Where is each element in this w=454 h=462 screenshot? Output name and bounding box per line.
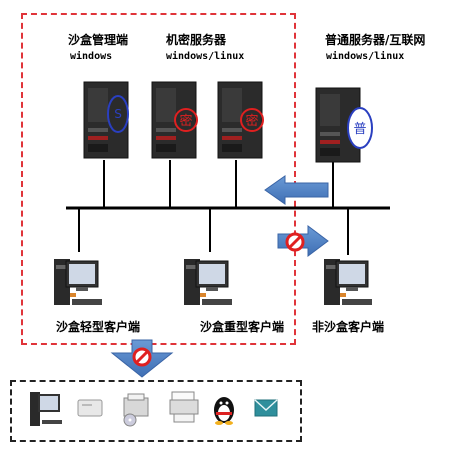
server-tower-secret-2: 密 — [217, 81, 264, 159]
card-reader-icon — [77, 399, 103, 417]
sandbox-manager-os: windows — [70, 51, 113, 62]
sandbox-manager-label: 沙盒管理端 — [68, 33, 129, 47]
inbound-arrow — [264, 175, 329, 205]
normal-server-label: 普通服务器/互联网 — [325, 33, 426, 47]
secret-badge-icon — [174, 108, 198, 132]
secret-badge-icon-2 — [240, 108, 264, 132]
secret-badge-text-2: 密 — [245, 113, 258, 129]
pc-light-client-icon — [54, 259, 102, 305]
mail-icon — [254, 399, 278, 417]
pc-non-sandbox-client-icon — [324, 259, 372, 305]
manager-badge-icon — [107, 95, 129, 133]
heavy-client-label: 沙盒重型客户端 — [200, 320, 285, 334]
pc-device-icon — [30, 392, 62, 426]
normal-server-os: windows/linux — [326, 51, 405, 62]
block-icon-outbound — [285, 232, 305, 252]
printer-icon — [169, 391, 199, 423]
peripheral-device-region — [10, 380, 302, 442]
pc-heavy-client-icon — [184, 259, 232, 305]
server-tower-normal: 普 — [315, 87, 373, 163]
secret-badge-text: 密 — [179, 113, 192, 129]
printer-disc-icon — [123, 393, 149, 427]
block-icon-device — [132, 347, 152, 367]
server-tower-manager: S — [83, 81, 129, 159]
server-tower-secret-1: 密 — [151, 81, 198, 159]
normal-badge-icon — [347, 107, 373, 149]
light-client-label: 沙盒轻型客户端 — [56, 320, 141, 334]
non-sandbox-client-label: 非沙盒客户端 — [312, 320, 385, 334]
qq-penguin-icon — [214, 397, 234, 425]
secret-server-label: 机密服务器 — [166, 33, 227, 47]
secret-server-os: windows/linux — [166, 51, 245, 62]
manager-badge-text: S — [114, 107, 122, 121]
sandbox-region — [21, 13, 296, 345]
normal-badge-text: 普 — [353, 122, 366, 137]
